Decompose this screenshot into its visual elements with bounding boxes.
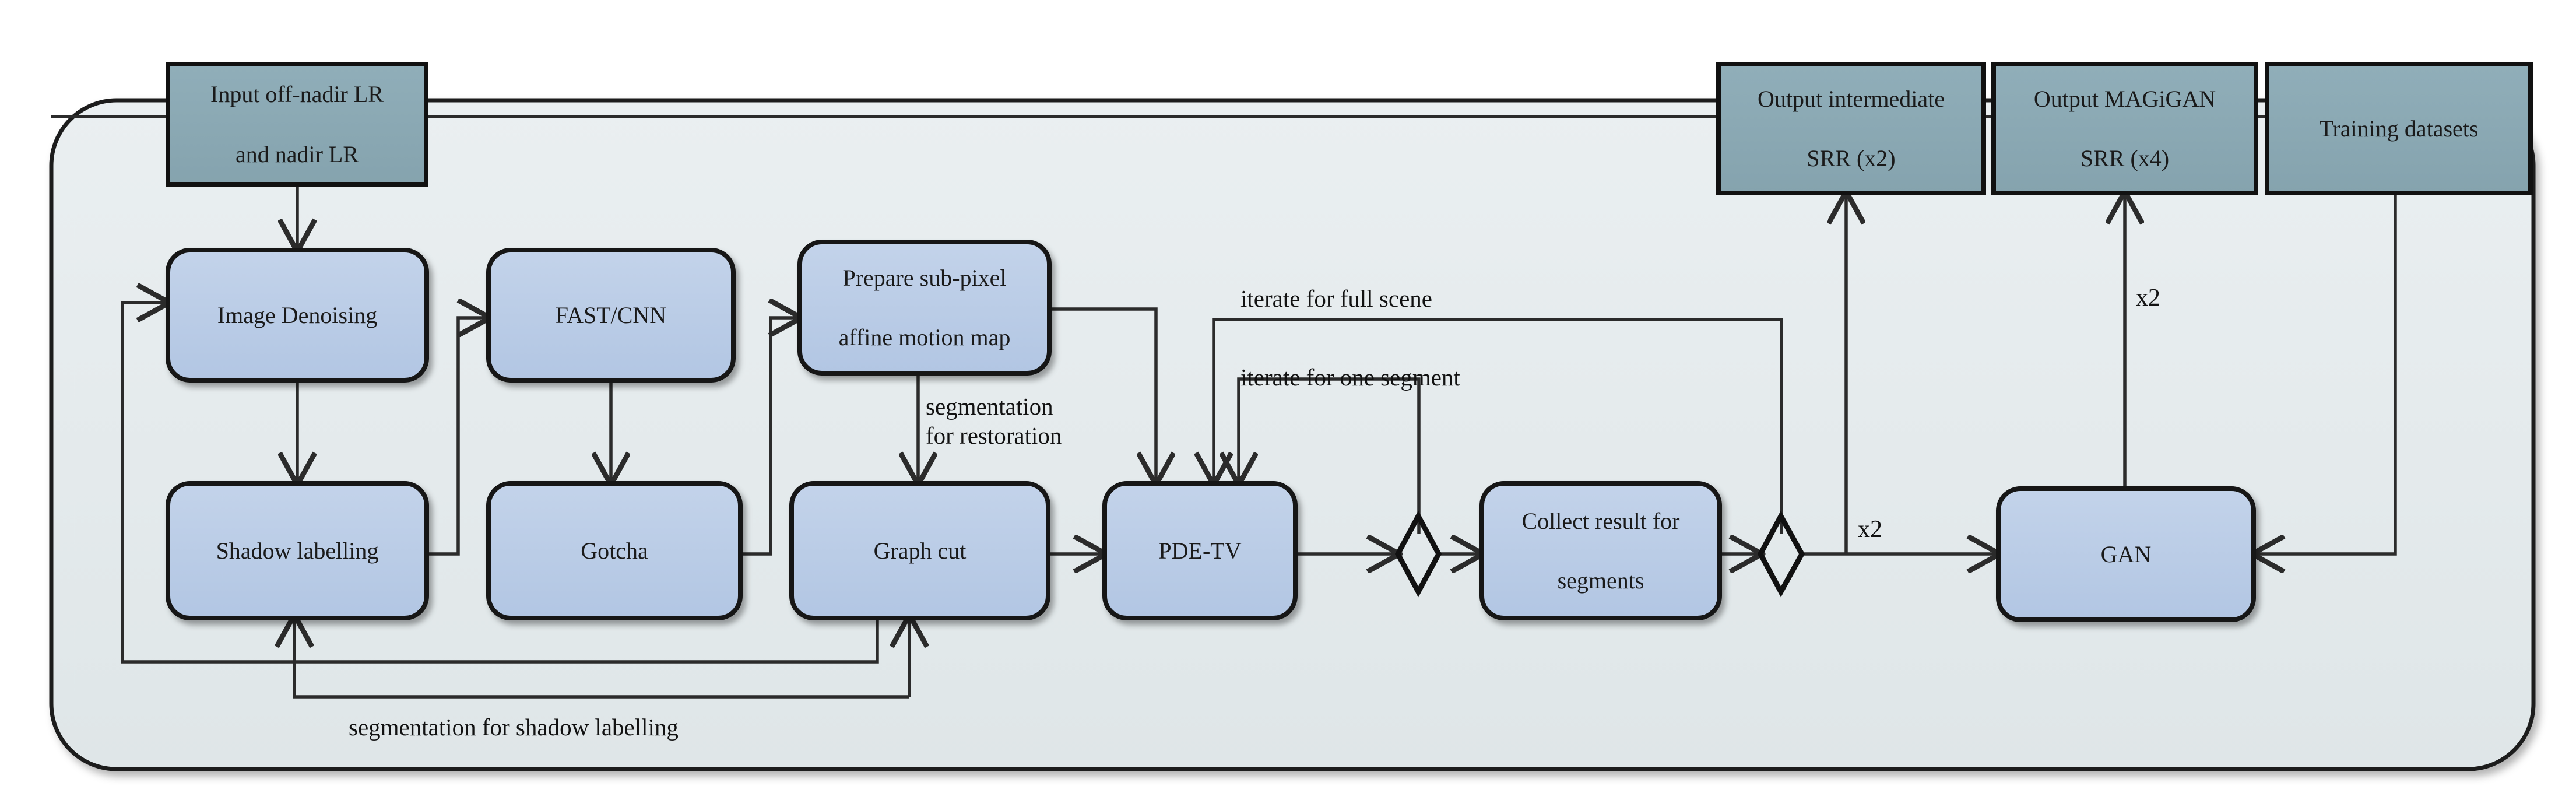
- process-node-graph-cut[interactable]: [789, 481, 1050, 620]
- edge-iterate-for-full-scene-loop: [1214, 318, 1783, 534]
- io-node-output-intermediate-srr[interactable]: [1716, 62, 1986, 195]
- edge-iterate-for-one-segment-loop: [1239, 377, 1421, 534]
- junction-scene-diamond: [1757, 510, 1805, 598]
- process-node-pde-tv[interactable]: [1102, 481, 1298, 620]
- io-node-training-datasets[interactable]: [2265, 62, 2533, 195]
- process-node-image-denoising[interactable]: [166, 248, 429, 383]
- process-node-gan[interactable]: [1996, 486, 2256, 622]
- junction-segment-diamond: [1394, 510, 1442, 598]
- process-node-shadow-labelling[interactable]: [166, 481, 429, 620]
- pipeline-container: [49, 98, 2536, 771]
- edge-training-datasets-to-gan: [2254, 193, 2397, 554]
- process-node-collect-result[interactable]: [1479, 481, 1722, 620]
- edge-segmentation-for-shadow-labelling-to-image-denoising: [121, 303, 879, 664]
- io-node-input-lr[interactable]: [166, 62, 428, 187]
- edge-shadow-labelling-to-fast-cnn: [427, 318, 489, 556]
- process-node-gotcha[interactable]: [486, 481, 743, 620]
- process-node-fast-cnn[interactable]: [486, 248, 736, 383]
- io-node-output-magigan-srr[interactable]: [1991, 62, 2258, 195]
- edge-prepare-motion-map-to-pde-tv: [1049, 307, 1156, 483]
- edge-gotcha-to-prepare-motion-map: [740, 318, 800, 556]
- process-node-prepare-motion-map[interactable]: [797, 240, 1052, 376]
